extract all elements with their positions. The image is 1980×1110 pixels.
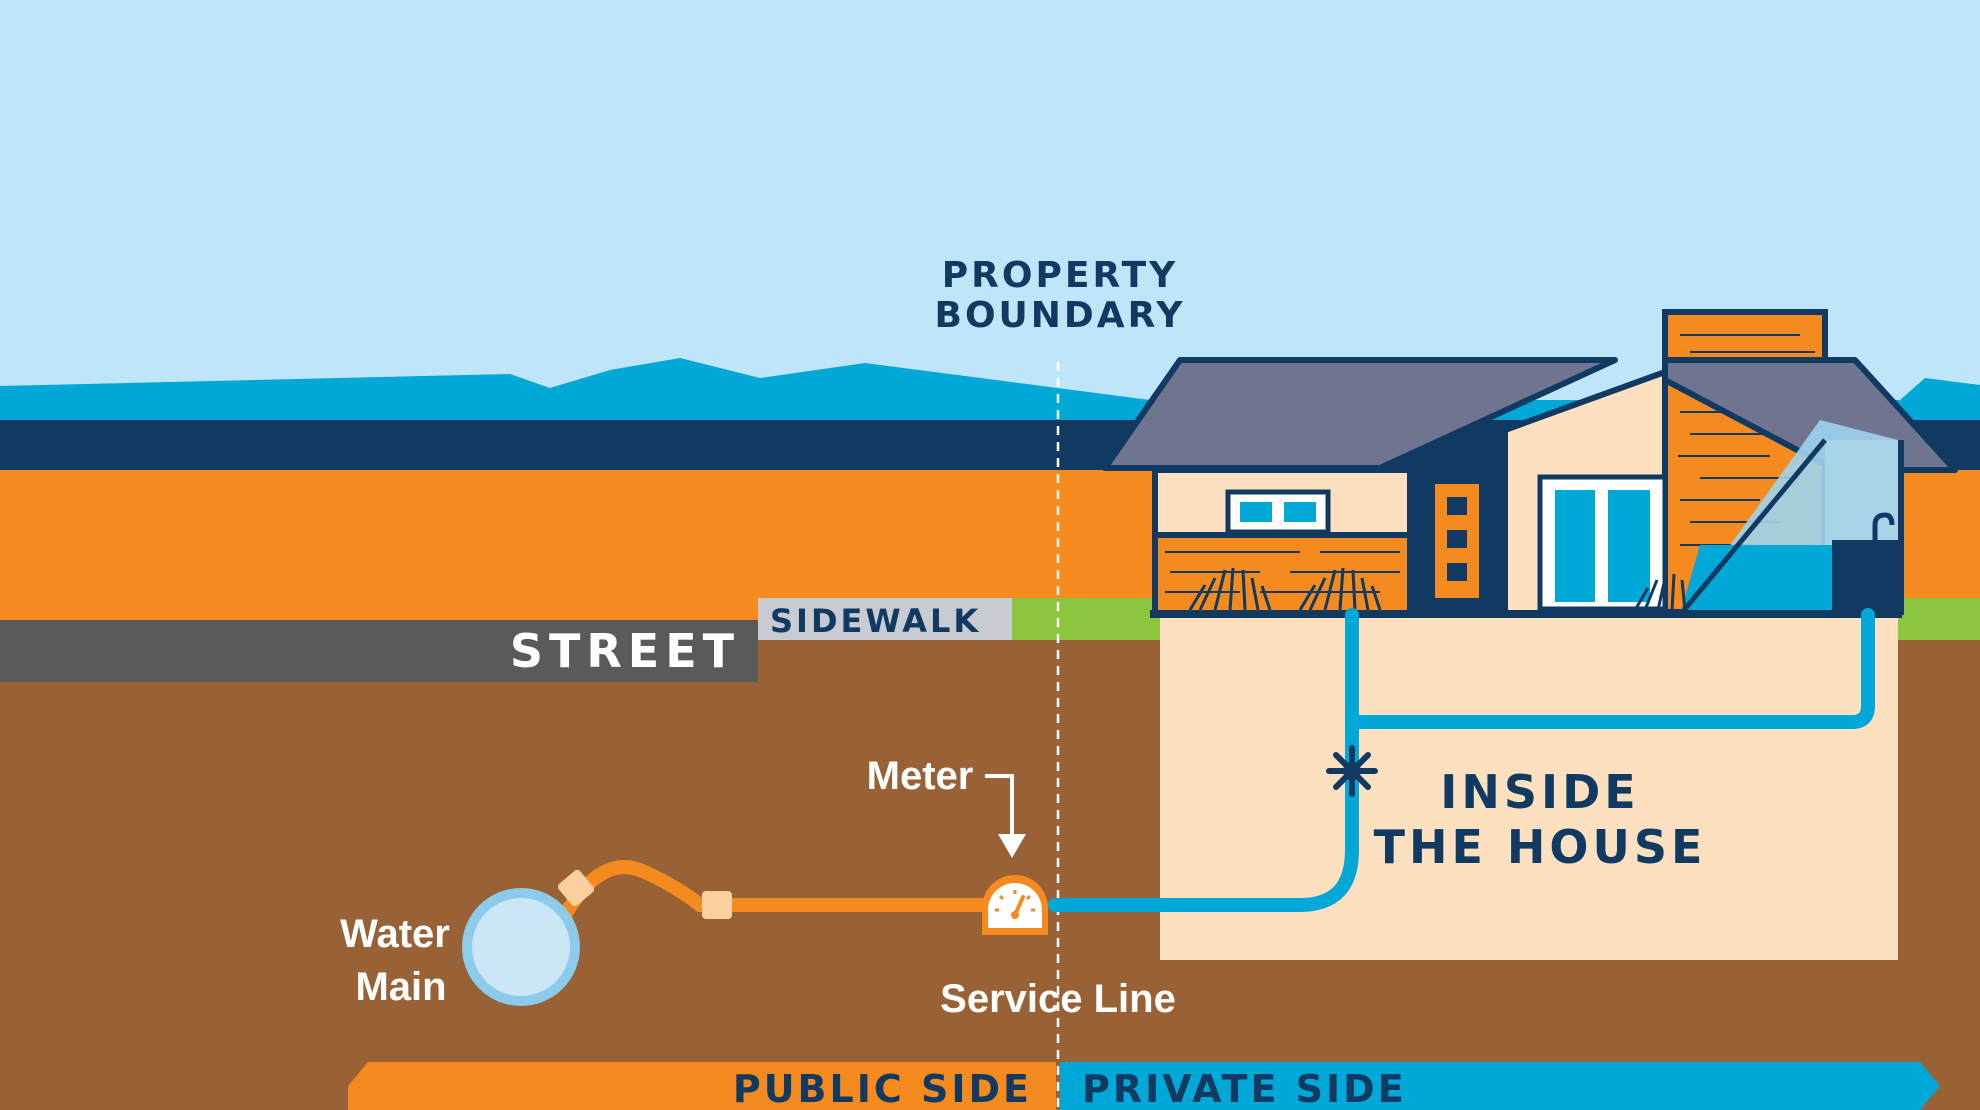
pipe-coupling xyxy=(557,869,595,907)
private-side-label: PRIVATE SIDE xyxy=(1082,1067,1407,1110)
shrub xyxy=(1188,567,1687,611)
water-main-label: Water xyxy=(340,912,450,956)
pipe-coupling xyxy=(702,891,732,919)
public-side-label: PUBLIC SIDE xyxy=(733,1067,1032,1110)
meter-icon xyxy=(982,875,1048,935)
house xyxy=(1102,309,1958,618)
grass-strip xyxy=(1895,598,1980,640)
sidewalk-label: SIDEWALK xyxy=(770,602,981,640)
street-label: STREET xyxy=(510,624,740,678)
service-line-label: Service Line xyxy=(940,977,1176,1021)
public-side-bar xyxy=(348,1062,1056,1110)
private-service-pipe xyxy=(1048,608,1359,912)
house-foundation xyxy=(1150,610,1902,618)
private-branch-pipe xyxy=(1345,608,1875,729)
property-boundary-label: PROPERTY xyxy=(942,255,1178,296)
inside-house-label: INSIDE xyxy=(1440,765,1639,819)
inside-house-label: THE HOUSE xyxy=(1374,820,1707,874)
meter-label: Meter xyxy=(867,754,974,798)
private-side-bar xyxy=(1060,1062,1940,1110)
water-main-label: Main xyxy=(355,965,446,1009)
meter-arrow xyxy=(985,774,1014,840)
sky xyxy=(0,0,1980,440)
sidewalk xyxy=(758,598,1012,640)
meter-arrow-head xyxy=(998,834,1026,858)
street xyxy=(0,620,758,682)
grass-strip xyxy=(1010,598,1162,640)
sink xyxy=(1832,540,1900,610)
water-main xyxy=(462,888,580,1006)
property-boundary-label: BOUNDARY xyxy=(935,295,1186,336)
